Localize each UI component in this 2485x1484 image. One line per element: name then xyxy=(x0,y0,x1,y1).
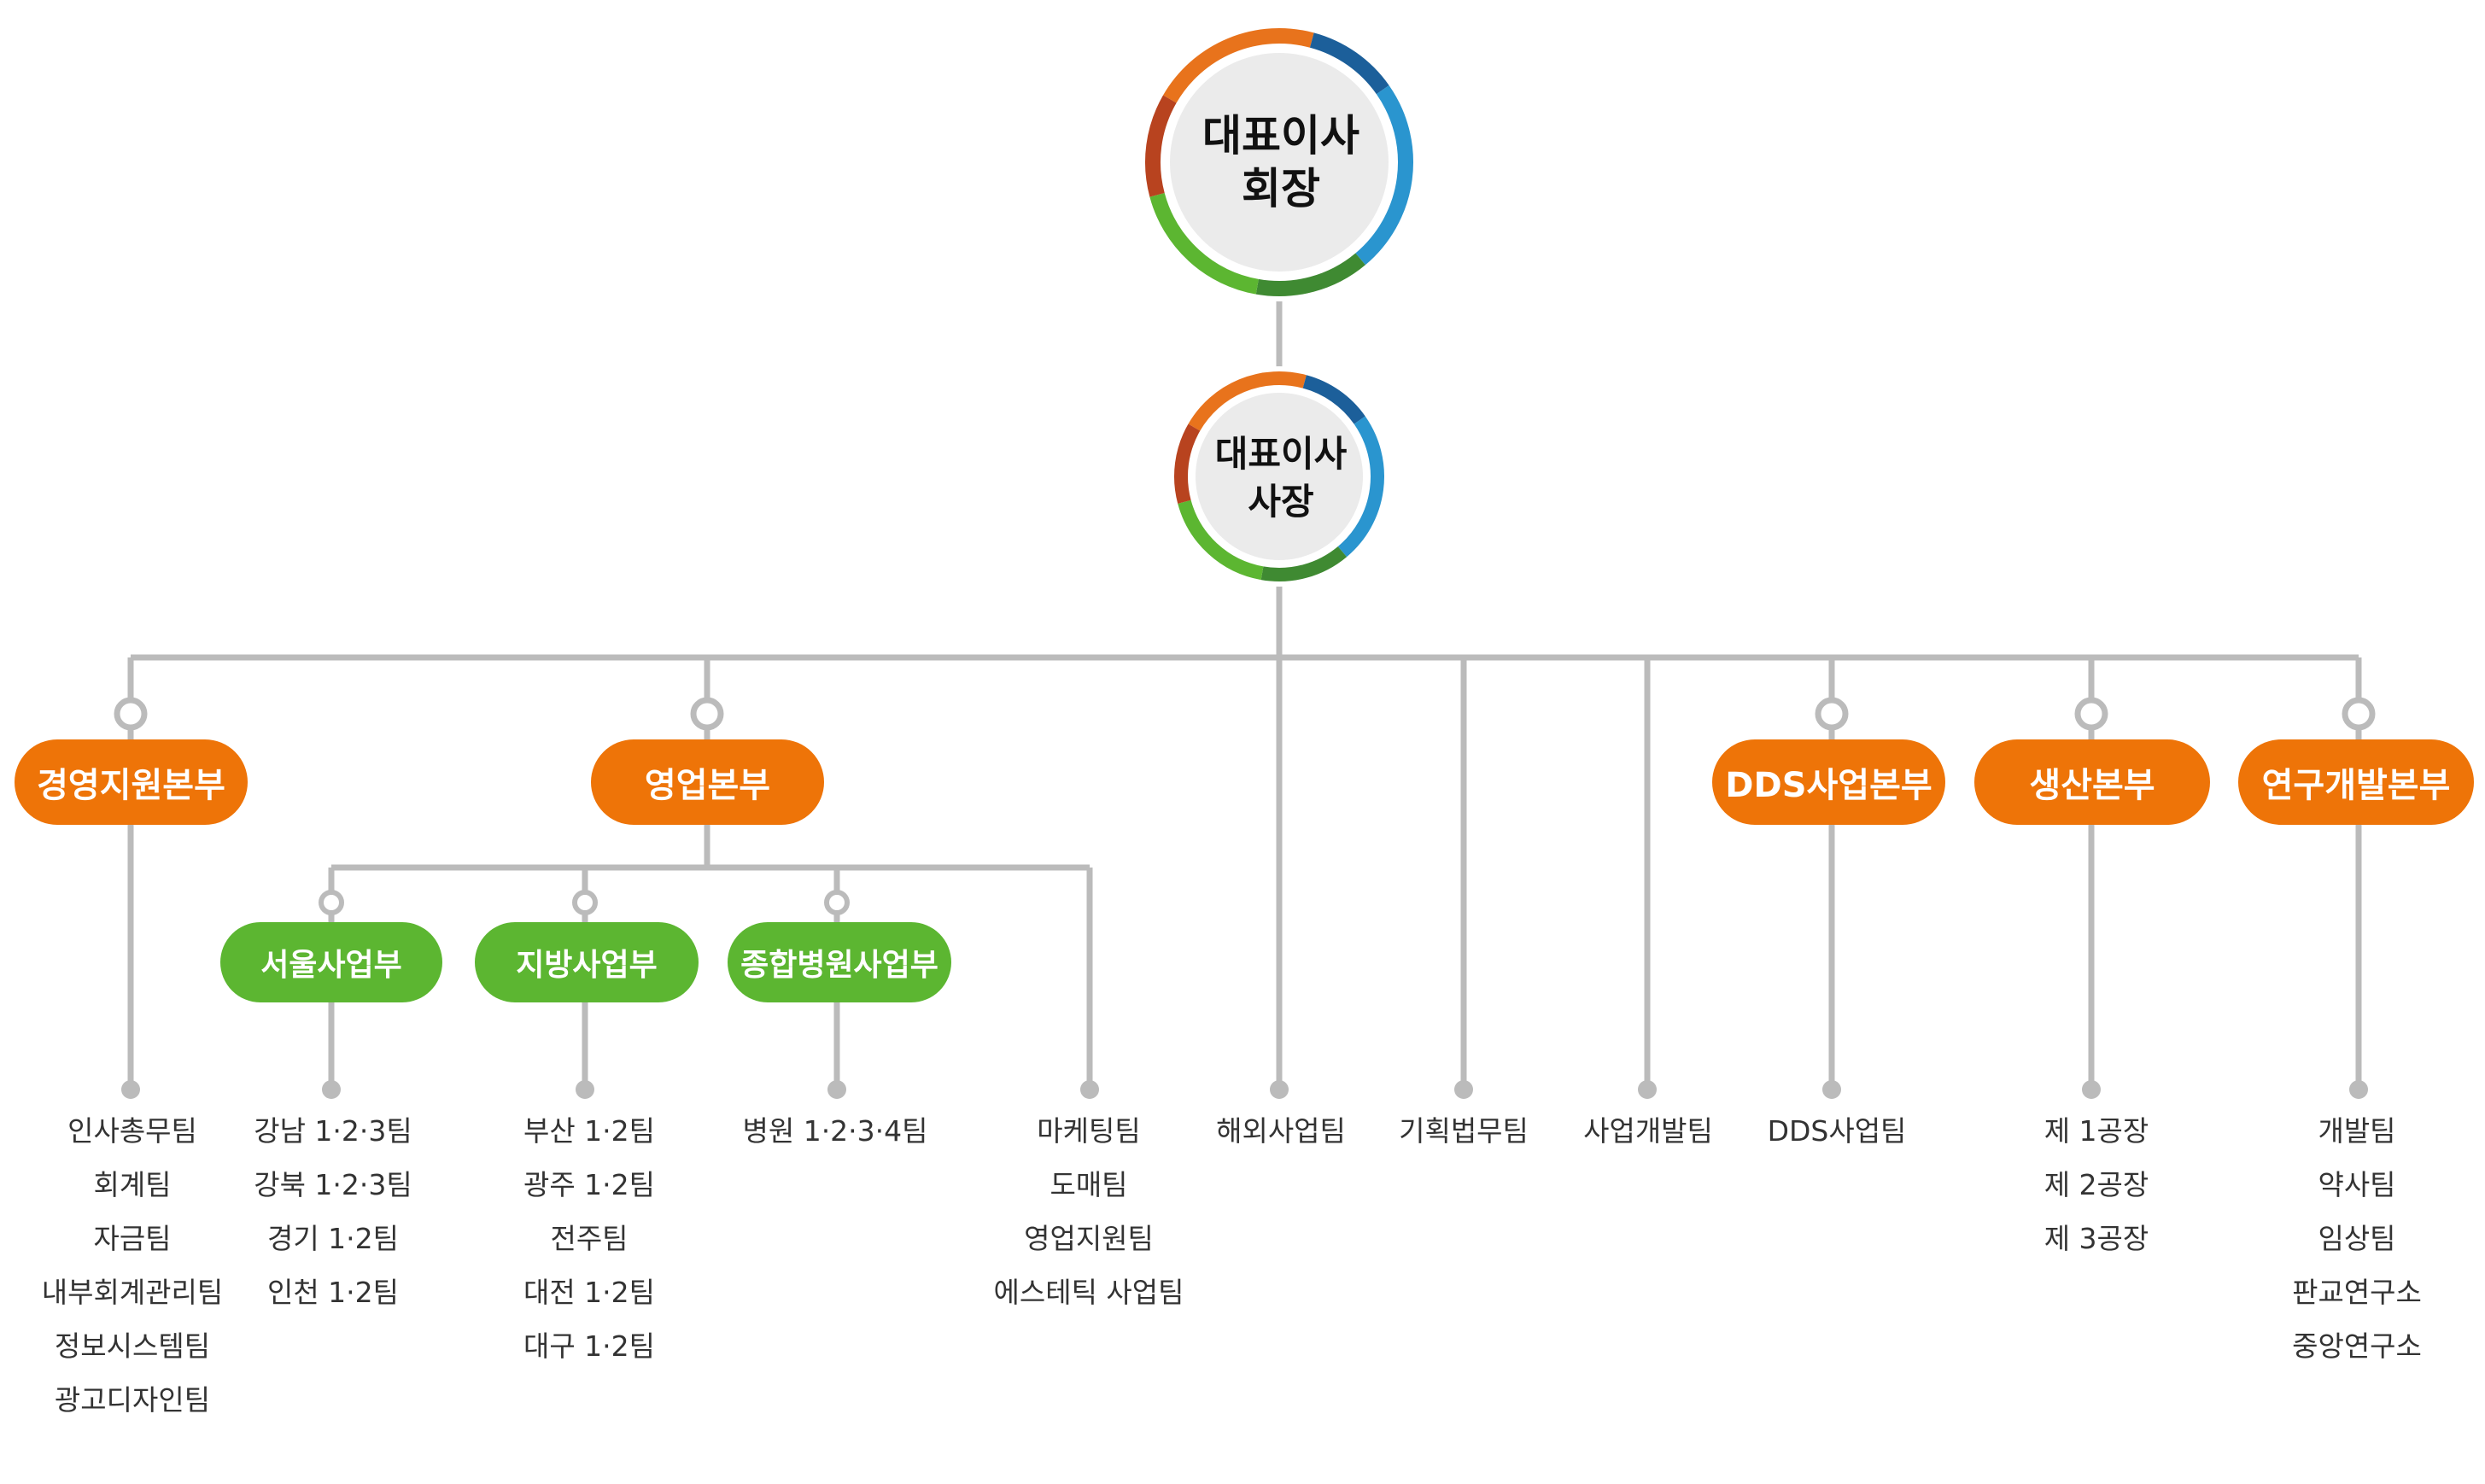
chairman-ring-segment xyxy=(1163,28,1314,103)
team-item: 마케팅팀 xyxy=(1037,1114,1141,1148)
division-production: 생산본부 xyxy=(1974,739,2210,825)
team-list-general-hospital: 병원 1·2·3·4팀 xyxy=(724,1104,946,1158)
division-rnd: 연구개발본부 xyxy=(2238,739,2474,825)
team-item: 영업지원팀 xyxy=(1024,1222,1154,1255)
team-item: 에스테틱 사업팀 xyxy=(993,1276,1184,1309)
team-item: 도매팀 xyxy=(1050,1168,1128,1201)
team-item: 강북 1·2·3팀 xyxy=(254,1168,412,1201)
end-dot xyxy=(322,1080,341,1099)
chairman-ring-segment xyxy=(1149,192,1259,295)
team-item: 부산 1·2팀 xyxy=(523,1114,656,1148)
ring-node xyxy=(2342,697,2376,731)
team-list-sales-direct: 마케팅팀 도매팀 영업지원팀 에스테틱 사업팀 xyxy=(969,1104,1208,1319)
end-dot xyxy=(827,1080,846,1099)
connector-nodes xyxy=(114,697,2376,1099)
team-item: 병원 1·2·3·4팀 xyxy=(742,1114,928,1148)
chairman-role: 회장 xyxy=(1242,164,1320,213)
team-item: 대전 1·2팀 xyxy=(523,1276,656,1309)
end-dot xyxy=(1270,1080,1289,1099)
ring-node xyxy=(824,890,850,915)
team-list-rnd: 개발팀 약사팀 임상팀 판교연구소 중앙연구소 xyxy=(2267,1104,2447,1373)
chairman-ring-segment xyxy=(1309,32,1389,95)
team-list-dds: DDS사업팀 xyxy=(1747,1104,1927,1158)
team-item: 정보시스템팀 xyxy=(54,1329,211,1363)
president-role: 사장 xyxy=(1248,481,1314,523)
team-item: 내부회계관리팀 xyxy=(41,1276,224,1309)
ring-node xyxy=(2074,697,2108,731)
chairman-node: 대표이사 회장 xyxy=(1144,94,1418,231)
team-item: 중앙연구소 xyxy=(2292,1329,2422,1363)
end-dot xyxy=(1454,1080,1473,1099)
subunit-general-hospital: 종합병원사업부 xyxy=(728,922,951,1002)
division-management: 경영지원본부 xyxy=(15,739,248,825)
end-dot xyxy=(2349,1080,2368,1099)
end-dot xyxy=(576,1080,594,1099)
chairman-ring-segment xyxy=(1145,95,1177,197)
president-inner-circle xyxy=(1196,393,1363,560)
team-item: 경기 1·2팀 xyxy=(266,1222,400,1255)
team-list-production: 제 1공장 제 2공장 제 3공장 xyxy=(2007,1104,2186,1265)
team-item: 개발팀 xyxy=(2318,1114,2396,1148)
team-item: 해외사업팀 xyxy=(1216,1114,1346,1148)
team-item: 회계팀 xyxy=(93,1168,172,1201)
end-dot xyxy=(121,1080,140,1099)
ring-node xyxy=(572,890,598,915)
chairman-ring-segment xyxy=(1355,85,1413,266)
team-item: 전주팀 xyxy=(550,1222,629,1255)
team-list-planning: 기획법무팀 xyxy=(1378,1104,1549,1158)
team-item: 자금팀 xyxy=(93,1222,172,1255)
ring-node xyxy=(1815,697,1849,731)
team-list-bizdev: 사업개발팀 xyxy=(1563,1104,1734,1158)
team-item: 판교연구소 xyxy=(2292,1276,2422,1309)
chairman-inner-circle xyxy=(1170,53,1389,272)
team-list-management: 인사총무팀 회계팀 자금팀 내부회계관리팀 정보시스템팀 광고디자인팀 xyxy=(9,1104,256,1427)
chairman-title: 대표이사 xyxy=(1202,111,1359,161)
team-item: 임상팀 xyxy=(2318,1222,2396,1255)
team-item: 제 3공장 xyxy=(2044,1222,2149,1255)
division-dds: DDS사업본부 xyxy=(1712,739,1945,825)
team-item: 인천 1·2팀 xyxy=(266,1276,400,1309)
team-item: 약사팀 xyxy=(2318,1168,2396,1201)
president-title: 대표이사 xyxy=(1214,433,1348,475)
ring-node xyxy=(690,697,724,731)
subunit-seoul: 서울사업부 xyxy=(220,922,442,1002)
president-ring-segment xyxy=(1174,424,1201,504)
president-ring-segment xyxy=(1178,500,1264,581)
end-dot xyxy=(1822,1080,1841,1099)
subunit-regional: 지방사업부 xyxy=(475,922,699,1002)
team-item: 강남 1·2·3팀 xyxy=(254,1114,412,1148)
president-ring-segment xyxy=(1260,546,1348,581)
executive-rings xyxy=(1140,23,1418,587)
president-ring-segment xyxy=(1302,375,1365,424)
team-item: 인사총무팀 xyxy=(67,1114,197,1148)
president-node: 대표이사 사장 xyxy=(1161,423,1400,534)
ring-node xyxy=(114,697,148,731)
team-item: 제 1공장 xyxy=(2044,1114,2149,1148)
chairman-ring-segment xyxy=(1255,253,1365,296)
team-item: 광주 1·2팀 xyxy=(523,1168,656,1201)
team-list-seoul: 강남 1·2·3팀 강북 1·2·3팀 경기 1·2팀 인천 1·2팀 xyxy=(231,1104,436,1319)
team-item: 광고디자인팀 xyxy=(54,1383,211,1417)
team-list-overseas: 해외사업팀 xyxy=(1196,1104,1366,1158)
team-item: 기획법무팀 xyxy=(1399,1114,1529,1148)
ring-node xyxy=(319,890,344,915)
end-dot xyxy=(2082,1080,2101,1099)
team-item: DDS사업팀 xyxy=(1767,1114,1907,1148)
team-item: 대구 1·2팀 xyxy=(523,1329,656,1363)
division-sales: 영업본부 xyxy=(591,739,824,825)
team-list-regional: 부산 1·2팀 광주 1·2팀 전주팀 대전 1·2팀 대구 1·2팀 xyxy=(487,1104,692,1373)
end-dot xyxy=(1080,1080,1099,1099)
team-item: 제 2공장 xyxy=(2044,1168,2149,1201)
end-dot xyxy=(1638,1080,1657,1099)
president-ring-segment xyxy=(1188,371,1307,431)
president-ring-segment xyxy=(1337,416,1384,558)
team-item: 사업개발팀 xyxy=(1583,1114,1713,1148)
